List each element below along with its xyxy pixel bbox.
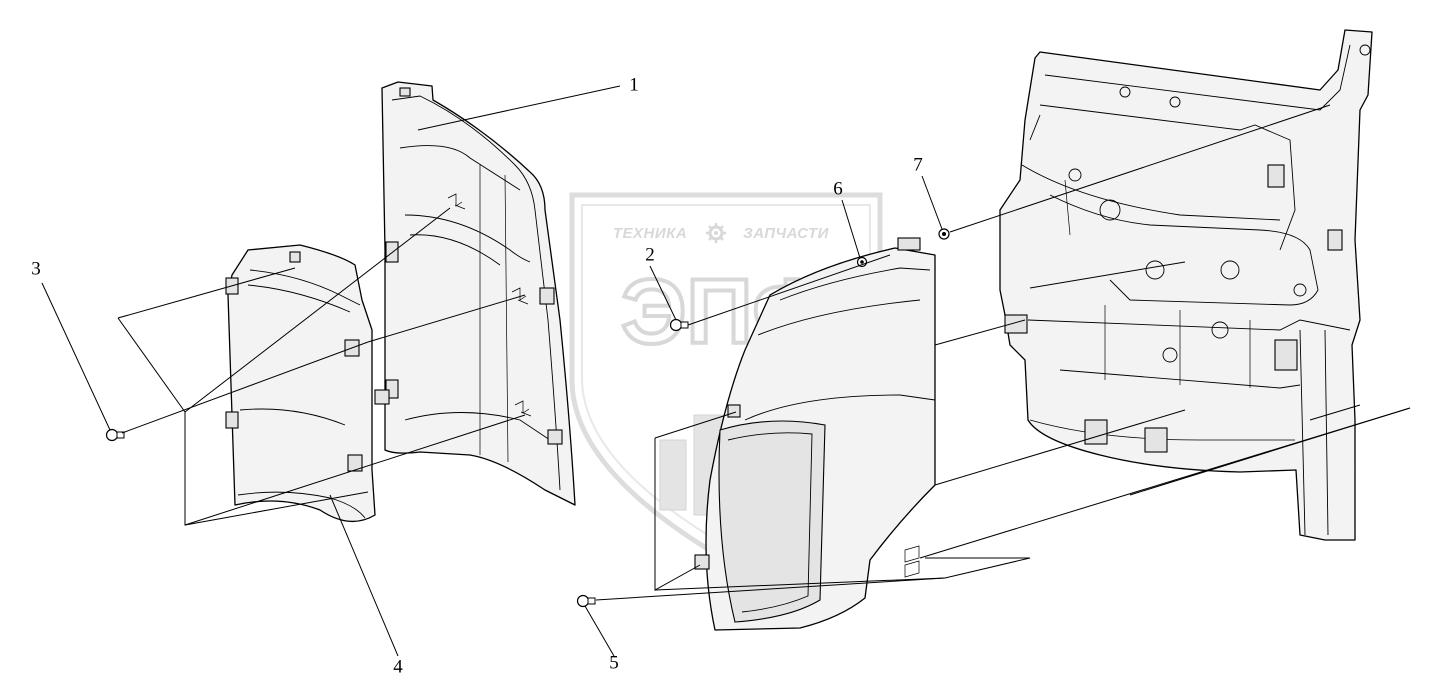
fastener-3-bolt: [105, 428, 125, 442]
callout-label-5: 5: [609, 652, 619, 673]
part-4-panel: [225, 244, 376, 522]
callout-label-2: 2: [645, 244, 655, 265]
center-corner-panel: [694, 237, 936, 631]
gear-icon: [706, 223, 726, 243]
callout-leaders: [41, 85, 943, 657]
watermark-caption-left: ТЕХНИКА: [613, 225, 687, 242]
watermark-caption-right: ЗАПЧАСТИ: [743, 225, 830, 242]
part-1-panel: [374, 81, 576, 506]
callout-labels: 1 2 3 4 5 6 7: [31, 74, 923, 677]
cab-frame: [999, 29, 1373, 541]
fastener-5-bolt: [576, 594, 596, 608]
assembly-lines: [117, 104, 1411, 601]
callout-label-7: 7: [913, 154, 923, 175]
callout-label-3: 3: [31, 258, 41, 279]
callout-label-4: 4: [393, 656, 403, 677]
callout-label-1: 1: [629, 74, 639, 95]
fastener-7-nut: [938, 228, 950, 240]
callout-label-6: 6: [833, 178, 843, 199]
